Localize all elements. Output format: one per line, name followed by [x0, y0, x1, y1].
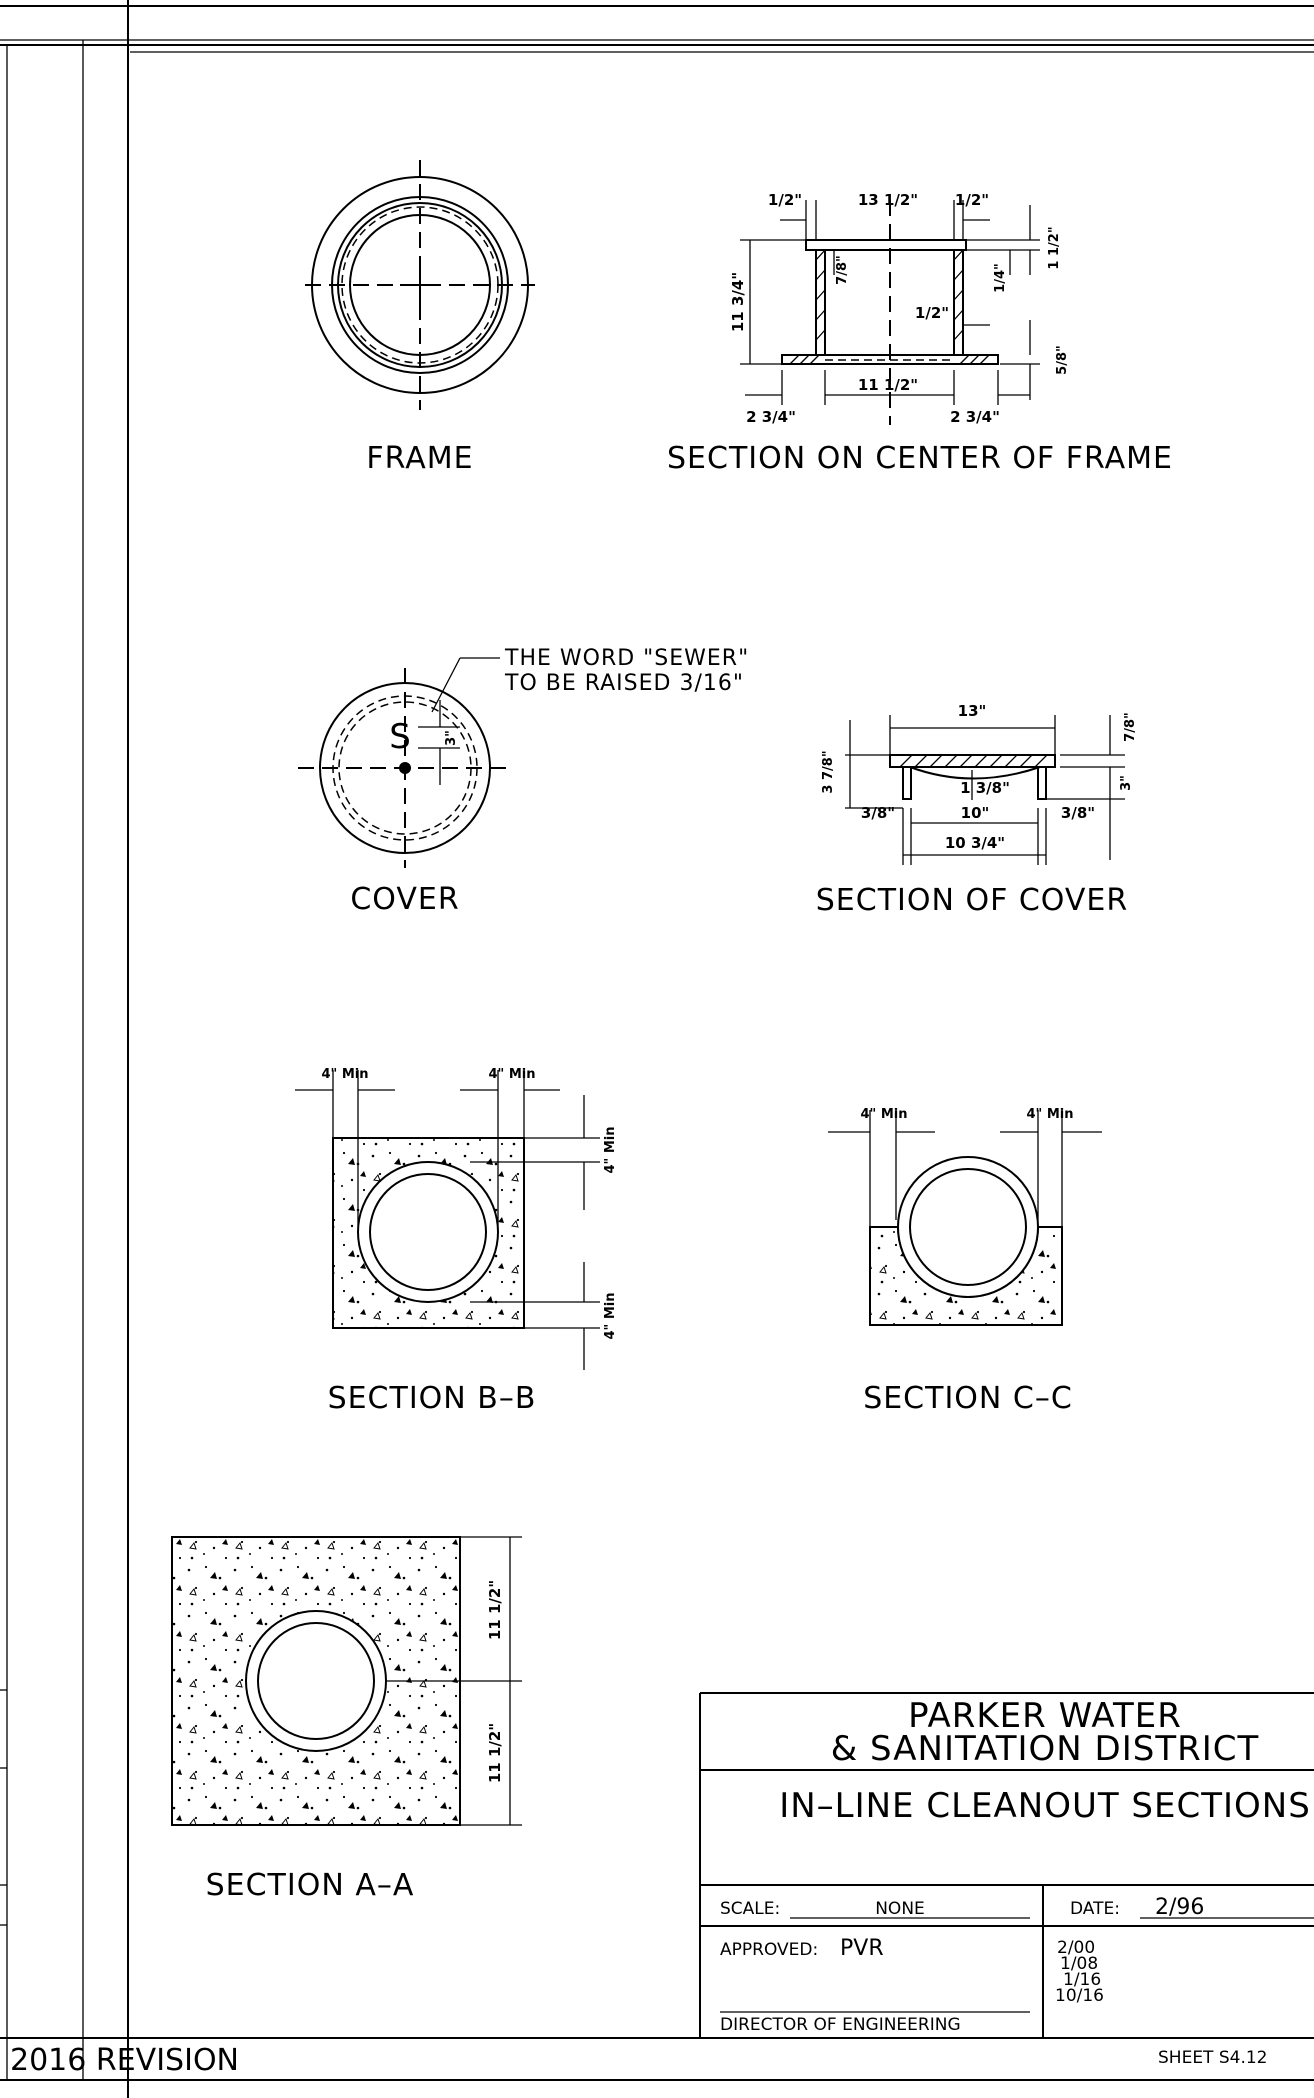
svg-text:4" Min: 4" Min — [1027, 1107, 1074, 1122]
svg-text:13 1/2": 13 1/2" — [858, 191, 918, 209]
svg-text:13": 13" — [958, 702, 987, 720]
section-aa-view — [171, 1536, 522, 1826]
org-name-line2: & SANITATION DISTRICT — [831, 1729, 1260, 1769]
section-aa-label: SECTION A–A — [206, 1868, 415, 1903]
cover-section-view — [845, 715, 1125, 865]
org-name-line1: PARKER WATER — [908, 1696, 1182, 1736]
svg-text:3": 3" — [444, 730, 459, 746]
section-bb-view — [295, 1070, 600, 1370]
svg-text:2 3/4": 2 3/4" — [950, 408, 1000, 426]
revision-date-3: 1/16 — [1063, 1970, 1101, 1990]
section-bb-label: SECTION B–B — [328, 1381, 537, 1416]
sewer-note-line1: THE WORD "SEWER" — [504, 646, 749, 671]
revision-date-2: 1/08 — [1060, 1954, 1098, 1974]
frame-label: FRAME — [366, 441, 473, 476]
cover-label: COVER — [350, 882, 459, 917]
section-cc-dims: 4" Min 4" Min — [861, 1107, 1074, 1122]
frame-plan-view — [305, 160, 535, 410]
svg-text:4" Min: 4" Min — [489, 1067, 536, 1082]
sewer-note-line2: TO BE RAISED 3/16" — [504, 671, 744, 696]
title-block — [699, 1692, 1314, 2038]
frame-section-dims: 1/2" 13 1/2" 1/2" 11 3/4" 7/8" 1/4" 1 1/… — [729, 191, 1070, 426]
svg-text:4" Min: 4" Min — [322, 1067, 369, 1082]
svg-text:3/8": 3/8" — [1061, 804, 1095, 822]
svg-text:11 1/2": 11 1/2" — [486, 1723, 504, 1783]
date-value: 2/96 — [1155, 1895, 1204, 1920]
svg-text:5/8": 5/8" — [1055, 345, 1070, 375]
svg-text:3": 3" — [1119, 775, 1134, 791]
svg-text:3/8": 3/8" — [861, 804, 895, 822]
svg-text:1/2": 1/2" — [915, 304, 949, 322]
sheet-number: SHEET S4.12 — [1158, 2048, 1268, 2068]
svg-text:1 3/8": 1 3/8" — [960, 779, 1010, 797]
svg-text:11 3/4": 11 3/4" — [729, 272, 747, 332]
section-cc-label: SECTION C–C — [863, 1381, 1073, 1416]
svg-text:1/2": 1/2" — [768, 191, 802, 209]
svg-text:1/2": 1/2" — [955, 191, 989, 209]
svg-text:2 3/4": 2 3/4" — [746, 408, 796, 426]
svg-text:11 1/2": 11 1/2" — [858, 376, 918, 394]
svg-text:10": 10" — [961, 804, 990, 822]
frame-section-view — [740, 200, 1040, 425]
svg-text:10 3/4": 10 3/4" — [945, 834, 1005, 852]
svg-text:4" Min: 4" Min — [861, 1107, 908, 1122]
date-label: DATE: — [1070, 1899, 1120, 1919]
svg-text:3 7/8": 3 7/8" — [821, 750, 836, 793]
svg-text:7/8": 7/8" — [835, 255, 850, 285]
svg-text:7/8": 7/8" — [1123, 712, 1138, 742]
approved-value: PVR — [840, 1936, 884, 1961]
scale-value: NONE — [875, 1899, 925, 1919]
approved-label: APPROVED: — [720, 1940, 818, 1960]
svg-text:4" Min: 4" Min — [603, 1127, 618, 1174]
cover-plan-view: S 3" — [298, 657, 512, 868]
svg-text:4" Min: 4" Min — [603, 1293, 618, 1340]
section-cc-view — [828, 1110, 1102, 1326]
section-bb-dims: 4" Min 4" Min 4" Min 4" Min — [322, 1067, 619, 1340]
svg-text:1/4": 1/4" — [993, 263, 1008, 293]
section-frame-label: SECTION ON CENTER OF FRAME — [667, 441, 1173, 476]
cover-section-dims: 13" 7/8" 3 7/8" 3" 1 3/8" 10" 3/8" 3/8" … — [821, 702, 1138, 852]
svg-text:1 1/2": 1 1/2" — [1047, 226, 1062, 269]
revision-date-4: 10/16 — [1055, 1986, 1104, 2006]
section-aa-dims: 11 1/2" 11 1/2" — [486, 1580, 504, 1783]
drawing-title: IN–LINE CLEANOUT SECTIONS — [779, 1786, 1311, 1826]
revision-date-1: 2/00 — [1057, 1938, 1095, 1958]
section-cover-label: SECTION OF COVER — [816, 883, 1128, 918]
scale-label: SCALE: — [720, 1899, 780, 1919]
sewer-letter: S — [389, 717, 411, 757]
revision-note: 2016 REVISION — [10, 2043, 239, 2078]
director-label: DIRECTOR OF ENGINEERING — [720, 2015, 961, 2035]
svg-text:11 1/2": 11 1/2" — [486, 1580, 504, 1640]
